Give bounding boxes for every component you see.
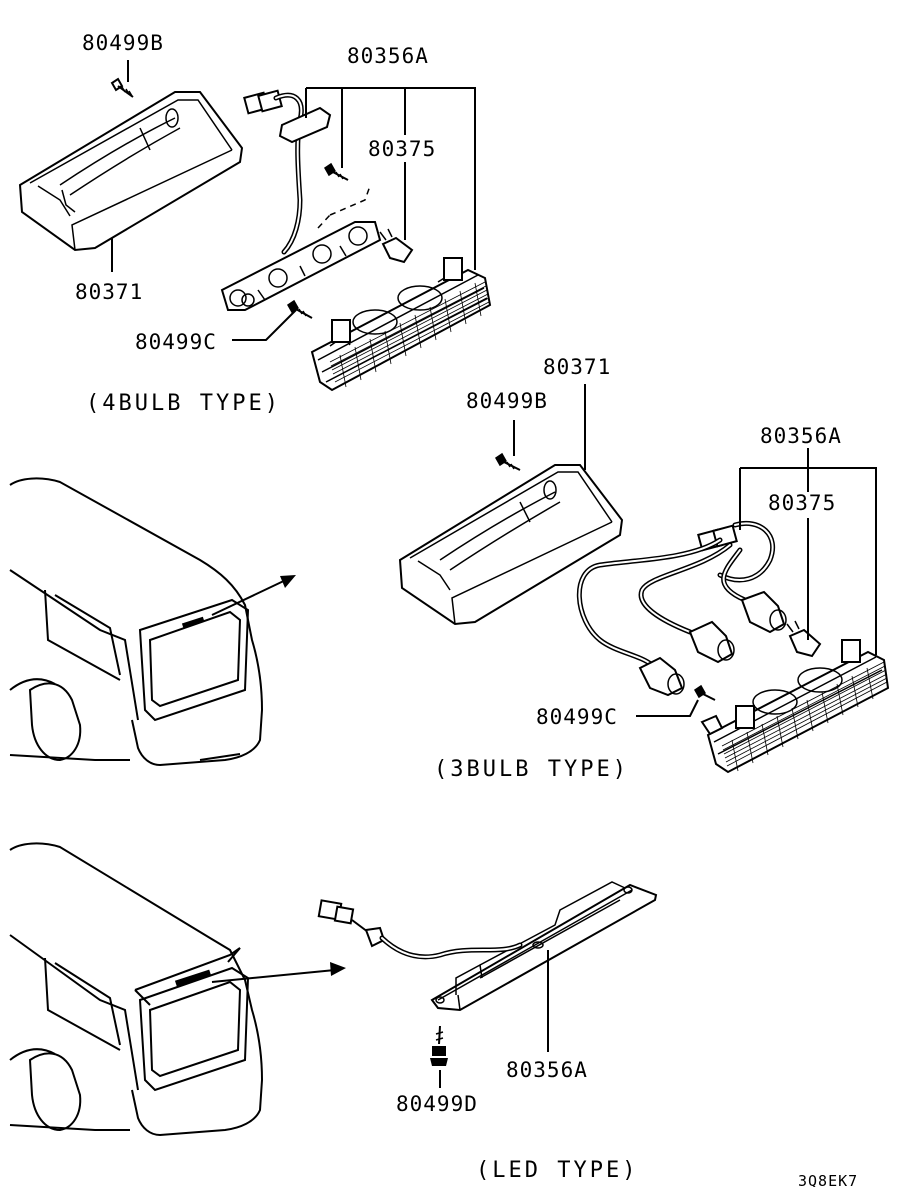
led-lamp-80356a: [430, 881, 658, 1012]
label-80356a-led: 80356A: [506, 1058, 588, 1082]
caption-led: (LED TYPE): [476, 1158, 638, 1183]
label-80375-3bulb: 80375: [768, 491, 836, 515]
lens-grid-3bulb: [721, 661, 888, 772]
three-bulb-assembly: 80371 80499B 80356A 80375 80499C (3BULB …: [398, 355, 890, 782]
label-80499d-led: 80499D: [396, 1092, 478, 1116]
diagram-code: 3Q8EK7: [798, 1172, 858, 1187]
screw-80499b-3bulb: [495, 452, 521, 471]
label-80499c-4bulb: 80499C: [135, 330, 217, 354]
label-80499c-3bulb: 80499C: [536, 705, 618, 729]
leaders-led: [439, 950, 549, 1088]
screw-80499c: [287, 299, 313, 319]
bulb-80375-3bulb: [786, 620, 822, 658]
caption-3bulb: (3BULB TYPE): [434, 757, 629, 782]
lamp-cover-80371-3bulb: [398, 464, 624, 626]
vehicle-illustration-lower: [9, 842, 346, 1137]
screw-80499c-3bulb: [694, 684, 716, 701]
label-80371-4bulb: 80371: [75, 280, 143, 304]
vehicle-illustration-upper: [9, 477, 296, 767]
screw-80499b: [110, 77, 134, 98]
led-assembly: 80356A 80499D (LED TYPE): [317, 881, 658, 1183]
harness-80356a: [220, 89, 382, 311]
lens-grid-4bulb: [329, 281, 490, 388]
leaders-3bulb: [513, 384, 877, 717]
harness-80356a-3bulb: [576, 521, 787, 697]
lamp-cover-80371: [18, 91, 244, 252]
screw-small-upper: [324, 162, 349, 181]
label-80371-3bulb: 80371: [543, 355, 611, 379]
four-bulb-assembly: 80499B 80356A 80375 80371 80499C (4BULB …: [18, 31, 492, 416]
lens-housing-4bulb: [310, 257, 492, 392]
label-80499b-4bulb: 80499B: [82, 31, 164, 55]
bulb-80375: [379, 228, 414, 264]
label-80499b-3bulb: 80499B: [466, 389, 548, 413]
label-80356a-4bulb: 80356A: [347, 44, 429, 68]
label-80356a-3bulb: 80356A: [760, 424, 842, 448]
caption-4bulb: (4BULB TYPE): [86, 391, 281, 416]
lens-housing-3bulb: [700, 639, 890, 774]
led-harness: [317, 899, 523, 960]
label-80375-4bulb: 80375: [368, 137, 436, 161]
screw-80499d: [430, 1025, 448, 1066]
leaders-4bulb: [111, 60, 476, 341]
